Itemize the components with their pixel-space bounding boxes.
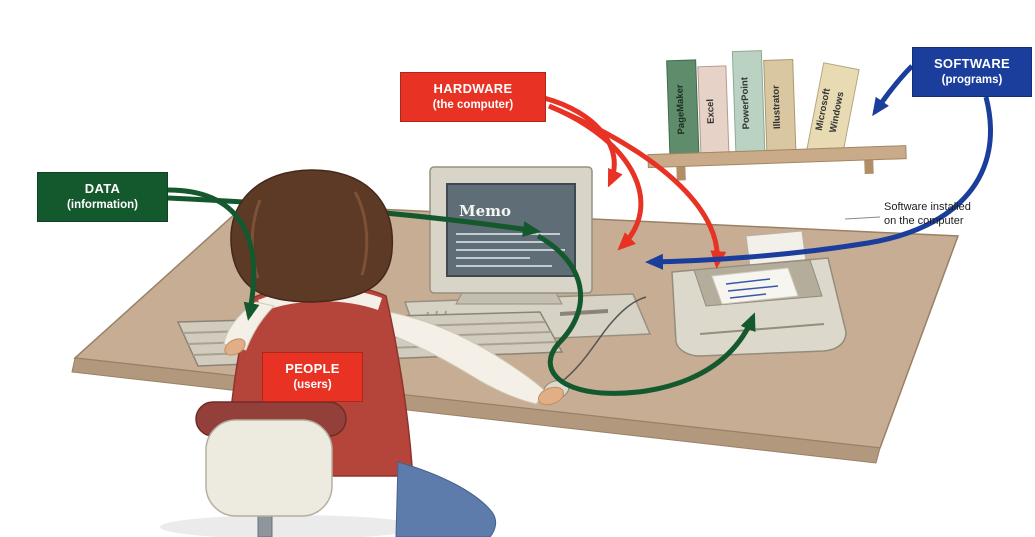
- person-hair: [230, 169, 394, 303]
- hardware-label: HARDWARE (the computer): [400, 72, 546, 122]
- chair-shadow: [160, 515, 420, 537]
- people-label-title: PEOPLE: [285, 361, 340, 377]
- disk-slot: [559, 309, 609, 316]
- person-right-hand: [537, 386, 565, 406]
- hair-highlight: [353, 191, 369, 276]
- software-label-subtitle: (programs): [941, 73, 1003, 86]
- monitor-screen: [446, 183, 576, 277]
- software-label: SOFTWARE (programs): [912, 47, 1032, 97]
- arrow-software-to-computer: [645, 96, 993, 270]
- printed-text-line: [727, 285, 779, 292]
- book-powerpoint-label: PowerPoint: [739, 76, 752, 129]
- person-left-hand: [224, 338, 246, 356]
- chair-backrest: [205, 419, 333, 517]
- bookshelf: Microsoft Windows PageMaker Excel PowerP…: [647, 50, 907, 181]
- mouse-cable: [555, 296, 647, 387]
- annotation-leader-line: [844, 216, 881, 220]
- book-excel-label: Excel: [705, 99, 717, 124]
- hardware-label-title: HARDWARE: [433, 81, 513, 97]
- annotation-line-1: Software installed: [884, 201, 971, 213]
- arrow-hardware-to-printer: [548, 103, 727, 269]
- arrow-data-to-printer: [536, 233, 756, 396]
- shelf-leg: [864, 159, 874, 175]
- data-label-subtitle: (information): [67, 198, 138, 211]
- printer-output-sheet: [711, 267, 799, 305]
- printer-front-slot: [699, 323, 825, 335]
- data-label-title: DATA: [84, 181, 121, 197]
- shelf-leg: [676, 166, 686, 181]
- monitor-stand: [455, 292, 563, 305]
- screen-title: Memo: [459, 202, 511, 220]
- book-illustrator-label: Illustrator: [771, 85, 784, 129]
- arrow-data-to-keyboard: [167, 187, 260, 321]
- printed-text-line: [729, 293, 767, 299]
- printed-text-line: [725, 278, 771, 285]
- people-label-subtitle: (users): [293, 378, 332, 391]
- annotation-line-2: on the computer: [884, 215, 964, 228]
- software-installed-annotation: Software installed on the computer: [884, 200, 1014, 229]
- chair: [195, 401, 347, 537]
- arrow-software-to-books: [872, 64, 914, 117]
- book-pagemaker-label: PageMaker: [674, 84, 687, 135]
- software-label-title: SOFTWARE: [933, 56, 1011, 72]
- person-left-arm: [223, 301, 275, 351]
- person-jeans: [395, 461, 497, 537]
- printer: [671, 230, 847, 357]
- data-label: DATA (information): [37, 172, 168, 222]
- book-windows: Microsoft Windows: [805, 62, 860, 162]
- hardware-label-subtitle: (the computer): [432, 98, 514, 111]
- people-label: PEOPLE (users): [262, 352, 363, 402]
